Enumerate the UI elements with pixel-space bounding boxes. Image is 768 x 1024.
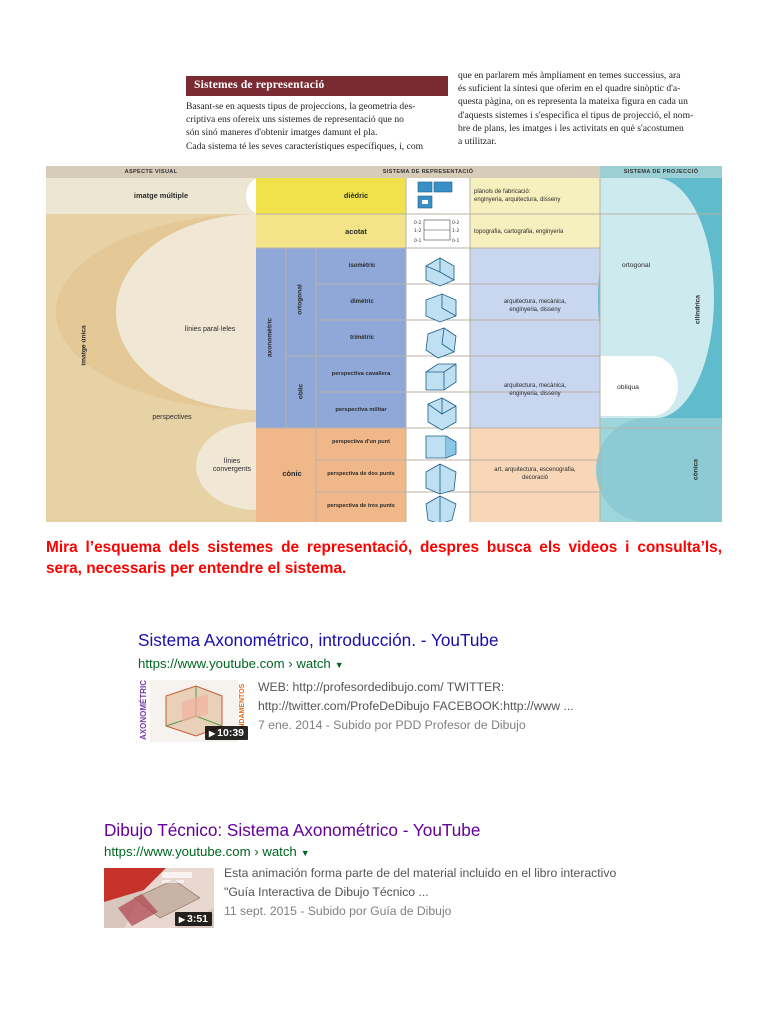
chevron-down-icon[interactable]: ▼	[300, 848, 310, 858]
uses-diedric: plànols de fabricació: enginyeria, arqui…	[474, 189, 561, 203]
isometric-step-figure	[425, 257, 455, 287]
label-diedric: dièdric	[343, 191, 369, 200]
result-1-duration-badge: ▶10:39	[204, 726, 248, 740]
result-1-date: 7 ene. 2014	[258, 718, 323, 732]
acotat-uses-bg	[470, 214, 600, 248]
section-title: Sistemes de representació	[194, 79, 325, 91]
svg-text:0-2: 0-2	[414, 220, 421, 226]
label-conic-projection: cònica	[692, 459, 700, 480]
svg-text:0-1: 0-1	[414, 238, 421, 244]
conic-cell-bg	[256, 428, 406, 522]
result-2-date: 11 sept. 2015	[224, 904, 297, 918]
thumbnail-axonometric-text: AXONOMÉTRICO	[139, 680, 148, 740]
label-oblique-projection: obliqua	[617, 384, 639, 391]
label-orthogonal-projection: ortogonal	[621, 262, 651, 269]
thumbnail-fundamentos-text: FUNDAMENTOS	[239, 683, 246, 738]
military-step-figure	[427, 397, 457, 431]
label-conic: cònic	[282, 469, 302, 478]
result-2-title-link[interactable]: Dibujo Técnico: Sistema Axonométrico - Y…	[104, 820, 481, 840]
diedric-views-figure	[417, 181, 453, 209]
step-block-figures	[425, 257, 457, 522]
result-2-url[interactable]: https://www.youtube.com › watch▼	[104, 844, 310, 859]
oblique-region	[600, 356, 678, 416]
label-axonometric: axonomètric	[266, 317, 274, 358]
result-1-meta: 7 ene. 2014 - Subido por PDD Profesor de…	[258, 716, 526, 735]
label-parallel-lines: línies paral·leles	[184, 326, 236, 333]
label-military-perspective: perspectiva militar	[335, 407, 387, 413]
label-cylindrical-projection: cilíndrica	[694, 295, 702, 324]
svg-text:0-2: 0-2	[452, 220, 459, 226]
result-2-url-text: https://www.youtube.com › watch	[104, 844, 297, 859]
uses-conic: art, arquitectura, escenografia, decorac…	[494, 467, 576, 481]
axonometric-uses-bg	[470, 248, 600, 428]
conic-projection-region	[596, 418, 722, 522]
diedric-uses-bg	[470, 178, 600, 214]
result-2-snippet-line-1: Esta animación forma parte de del materi…	[224, 866, 617, 880]
result-1-snippet-line-1: WEB: http://profesordedibujo.com/ TWITTE…	[258, 680, 505, 694]
label-cavalier-perspective: perspectiva cavallera	[331, 371, 391, 377]
axonometric-thumbnail-image: AXONOMÉTRICO FUNDAMENTOS	[138, 680, 250, 742]
perspectives-band	[46, 410, 256, 522]
uses-acotat: topografia, cartografia, enginyeria	[474, 229, 564, 235]
result-1-title-link[interactable]: Sistema Axonométrico, introducción. - Yo…	[138, 630, 499, 650]
label-two-point-perspective: perspectiva de dos punts	[327, 471, 395, 477]
label-convergent-lines: línies convergents	[212, 458, 252, 473]
dimetric-step-figure	[425, 293, 457, 323]
header-projection-system: SISTEMA DE PROJECCIÓ	[600, 166, 722, 178]
label-oblique-axonometric: oblic	[297, 383, 305, 400]
intro-paragraph-right: que en parlarem més àmpliament en temes …	[458, 70, 694, 148]
label-one-point-perspective: perspectiva d'un punt	[332, 439, 390, 445]
result-1-url-text: https://www.youtube.com › watch	[138, 656, 331, 671]
label-dimetric: dimètric	[350, 299, 374, 305]
scanned-textbook-page: Sistemes de representació Basant-se en a…	[46, 60, 722, 522]
uses-oblique-axonometric: arquitectura, mecànica, enginyeria, diss…	[503, 383, 567, 397]
header-visual-aspect: ASPECTE VISUAL	[46, 166, 256, 178]
uses-orthogonal-axonometric: arquitectura, mecànica, enginyeria, diss…	[503, 299, 567, 313]
three-point-perspective-figure	[425, 495, 457, 522]
section-title-bar	[186, 76, 448, 96]
result-2-snippet-line-2: "Guía Interactiva de Dibujo Técnico ...	[224, 885, 429, 899]
synoptic-chart: ASPECTE VISUAL SISTEMA DE REPRESENTACIÓ …	[46, 166, 722, 522]
result-1-url[interactable]: https://www.youtube.com › watch▼	[138, 656, 344, 671]
chart-background-shapes	[46, 178, 722, 522]
result-1-uploader: - Subido por PDD Profesor de Dibujo	[322, 718, 526, 732]
result-2-meta: 11 sept. 2015 - Subido por Guía de Dibuj…	[224, 902, 451, 921]
result-1-video-thumbnail[interactable]: AXONOMÉTRICO FUNDAMENTOS ▶10:39	[138, 680, 250, 742]
result-1-snippet-line-2: http://twitter.com/ProfeDeDibujo FACEBOO…	[258, 699, 574, 713]
two-point-perspective-figure	[425, 463, 457, 495]
acotat-cell-bg	[256, 214, 406, 248]
label-multiple-image: imatge múltiple	[133, 191, 189, 200]
label-three-point-perspective: perspectiva de tres punts	[327, 503, 395, 509]
label-isometric: isomètric	[348, 263, 376, 269]
label-unique-image: imatge única	[80, 325, 88, 366]
result-2-duration-badge: ▶3:51	[174, 912, 212, 926]
diedric-cell-bg	[256, 178, 406, 214]
label-perspectives: perspectives	[152, 414, 192, 421]
svg-text:1-2: 1-2	[414, 228, 421, 234]
label-trimetric: trimètric	[349, 335, 374, 341]
multiple-image-band	[46, 178, 256, 214]
result-2-video-thumbnail[interactable]: ▶3:51	[104, 868, 214, 928]
intro-paragraph-left: Basant-se en aquests tipus de projeccion…	[186, 101, 424, 152]
svg-text:0-1: 0-1	[452, 238, 459, 244]
conic-uses-bg	[470, 428, 600, 522]
result-2-uploader: - Subido por Guía de Dibujo	[296, 904, 452, 918]
play-icon: ▶	[178, 915, 185, 924]
label-acotat: acotat	[345, 227, 367, 236]
chevron-down-icon[interactable]: ▼	[334, 660, 344, 670]
acotat-plan-figure: 0-2 0-2 1-2 1-2 0-1 0-1	[414, 219, 459, 244]
axonometric-cell-bg	[256, 248, 406, 428]
search-result-2: Dibujo Técnico: Sistema Axonométrico - Y…	[94, 812, 664, 936]
label-orthogonal-axonometric: ortogonal	[296, 284, 304, 315]
search-result-1: Sistema Axonométrico, introducción. - Yo…	[128, 622, 636, 746]
svg-text:1-2: 1-2	[452, 228, 459, 234]
play-icon: ▶	[208, 729, 216, 738]
instruction-text: Mira l’esquema dels sistemes de represen…	[46, 539, 722, 577]
one-point-perspective-figure	[425, 435, 457, 459]
trimetric-step-figure	[425, 327, 457, 359]
header-representation-system: SISTEMA DE REPRESENTACIÓ	[256, 166, 600, 178]
cavalier-step-figure	[425, 363, 457, 391]
